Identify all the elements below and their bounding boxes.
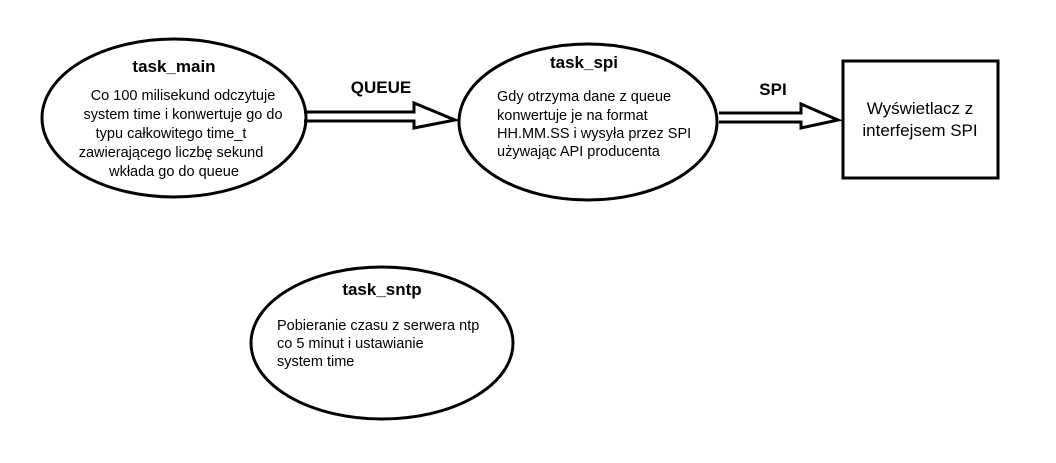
node-task-spi-line-1: Gdy otrzyma dane z queue xyxy=(497,89,671,105)
node-task-main-line-4: zawierającego liczbę sekund xyxy=(79,145,264,161)
edge-spi: SPI xyxy=(719,80,843,130)
edge-spi-arrow xyxy=(719,101,843,130)
node-task-main-line-2: system time i konwertuje go do xyxy=(83,107,282,123)
node-task-main: task_main Co 100 milisekund odczytuje sy… xyxy=(40,37,308,199)
node-task-main-title: task_main xyxy=(132,57,215,76)
node-display-line-1: Wyświetlacz z xyxy=(867,99,974,118)
node-task-spi: task_spi Gdy otrzyma dane z queue konwer… xyxy=(457,42,719,202)
edge-queue: QUEUE xyxy=(304,78,461,130)
node-display-shape xyxy=(841,59,1000,180)
node-task-spi-line-2: konwertuje je na format xyxy=(497,108,648,124)
node-task-main-line-1: Co 100 milisekund odczytuje xyxy=(91,88,276,104)
node-task-sntp-shape xyxy=(249,265,515,421)
node-task-main-line-5: wkłada go do queue xyxy=(108,164,239,180)
node-task-main-shape xyxy=(40,37,308,199)
node-task-sntp-title: task_sntp xyxy=(342,280,421,299)
node-task-sntp: task_sntp Pobieranie czasu z serwera ntp… xyxy=(249,265,515,421)
edge-queue-arrow xyxy=(304,100,461,130)
edge-queue-label: QUEUE xyxy=(351,78,411,97)
edge-spi-label: SPI xyxy=(759,80,786,99)
node-task-spi-title: task_spi xyxy=(550,53,618,72)
node-display: Wyświetlacz z interfejsem SPI xyxy=(841,59,1000,180)
node-task-main-line-3: typu całkowitego time_t xyxy=(96,126,247,142)
node-task-spi-line-3: HH.MM.SS i wysyła przez SPI xyxy=(497,126,691,142)
node-task-spi-shape xyxy=(457,42,719,202)
node-task-sntp-line-1: Pobieranie czasu z serwera ntp xyxy=(277,318,479,334)
node-task-sntp-line-3: system time xyxy=(277,354,354,370)
node-task-spi-line-4: używając API producenta xyxy=(497,144,661,160)
node-display-line-2: interfejsem SPI xyxy=(862,121,977,140)
node-task-sntp-line-2: co 5 minut i ustawianie xyxy=(277,336,424,352)
